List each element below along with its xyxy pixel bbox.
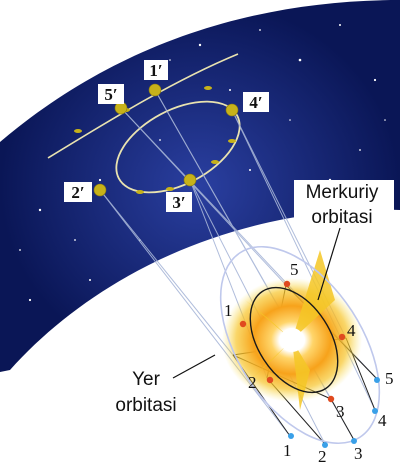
stars (19, 24, 386, 331)
sky-dot-3 (183, 173, 197, 187)
mercury-label-3: 3 (336, 402, 345, 421)
sky-label-1: 1′ (149, 61, 162, 80)
earth-dot-2 (322, 442, 328, 448)
sky-dot-4 (225, 103, 239, 117)
earth-orbit (219, 245, 381, 445)
mercury-dot-5 (283, 280, 291, 288)
earth-dot-3 (351, 438, 357, 444)
sky-position-labels: 1′ 2′ 3′ 4′ 5′ (64, 60, 269, 212)
sun-rays (245, 250, 335, 410)
sky-label-3: 3′ (172, 193, 185, 212)
earth-label-5: 5 (385, 369, 394, 388)
mercury-label-5: 5 (290, 260, 299, 279)
mercury-dot-2 (266, 376, 274, 384)
earth-orbit-pointer (172, 354, 216, 379)
earth-label-2: 2 (318, 447, 327, 464)
earth-position-labels: 1 2 3 4 5 (283, 369, 394, 464)
earth-label-1: 1 (283, 441, 292, 460)
mercury-position-dots (239, 280, 346, 403)
earth-dot-5 (374, 377, 380, 383)
earth-label-3: 3 (354, 444, 363, 463)
mercury-orbit-label-line1: Merkuriy (306, 182, 379, 203)
sky-label-5: 5′ (104, 85, 117, 104)
mercury-label-1: 1 (224, 301, 233, 320)
earth-orbit-label-line2: orbitasi (115, 395, 176, 416)
mercury-dot-4 (338, 333, 346, 341)
earth-orbit-label-line1: Yer (132, 369, 160, 390)
mercury-dot-1 (239, 320, 247, 328)
sky-label-2: 2′ (71, 183, 84, 202)
earth-label-4: 4 (378, 411, 387, 430)
mercury-dot-3 (327, 395, 335, 403)
mercury-position-labels: 1 2 3 4 5 (224, 260, 356, 421)
earth-position-dots (288, 377, 380, 448)
apparent-path-line (47, 53, 239, 159)
mercury-orbit-label: Merkuriy orbitasi (294, 180, 394, 301)
mercury-label-4: 4 (347, 321, 356, 340)
mercury-orbit-label-line2: orbitasi (311, 207, 372, 228)
sky-position-dots (93, 83, 239, 197)
earth-dot-1 (288, 433, 294, 439)
sun-core (280, 328, 304, 352)
mercury-label-2: 2 (248, 373, 257, 392)
mercury-orbit-pointer (317, 227, 341, 301)
earth-orbit-label: Yer orbitasi (115, 354, 216, 416)
sky-label-4: 4′ (249, 93, 262, 112)
sky-dot-1 (148, 83, 162, 97)
sky-dot-2 (93, 183, 107, 197)
earth-dot-4 (372, 408, 378, 414)
mercury-orbit (249, 286, 339, 394)
